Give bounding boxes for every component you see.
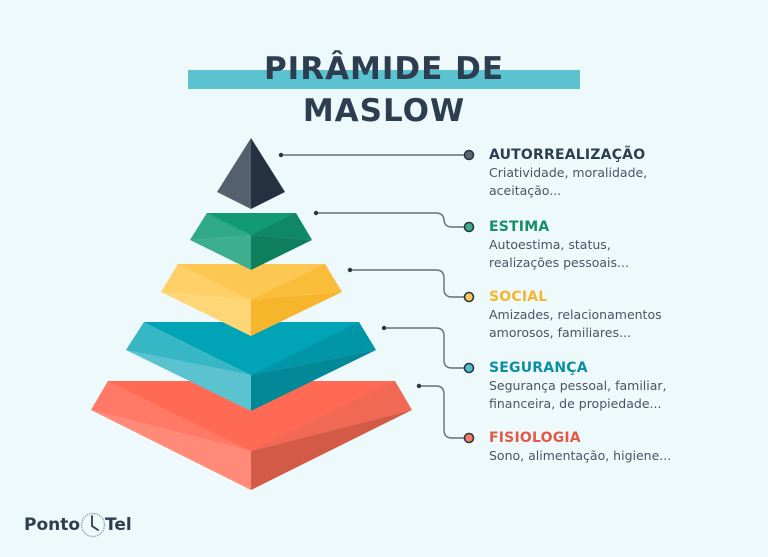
pontotel-logo: Ponto Tel	[24, 509, 132, 541]
page-title: PIRÂMIDE DE MASLOW	[263, 51, 505, 129]
title-highlight-bar	[188, 70, 580, 89]
level-estima: ESTIMA Autoestima, status, realizações p…	[489, 218, 749, 272]
level-social: SOCIAL Amizades, relacionamentos amoroso…	[489, 288, 749, 342]
dot-estima-icon	[463, 221, 475, 233]
pyramid-level-autorrealizacao	[217, 138, 285, 209]
level-name: ESTIMA	[489, 219, 550, 235]
level-name: AUTORREALIZAÇÃO	[489, 147, 646, 163]
pyramid-level-seguranca	[126, 322, 376, 411]
logo-text-right: Tel	[105, 515, 132, 535]
logo-text-left: Ponto	[24, 515, 81, 535]
level-autorrealizacao: AUTORREALIZAÇÃO Criatividade, moralidade…	[489, 146, 749, 200]
level-fisiologia: FISIOLOGIA Sono, alimentação, higiene...	[489, 429, 749, 465]
dot-social-icon	[463, 291, 475, 303]
title-block: PIRÂMIDE DE MASLOW	[188, 48, 580, 129]
level-desc-line1: Autoestima, status,	[489, 237, 611, 252]
dot-seguranca-icon	[463, 362, 475, 374]
level-desc-line1: Segurança pessoal, familiar,	[489, 378, 667, 393]
level-name: SEGURANÇA	[489, 360, 588, 376]
level-desc-line2: amorosos, familiares...	[489, 325, 631, 340]
level-desc-line1: Criatividade, moralidade,	[489, 165, 648, 180]
dot-autorrealizacao-icon	[463, 149, 475, 161]
connector-end-dots	[463, 149, 475, 444]
clock-icon	[80, 512, 106, 538]
level-desc-line1: Amizades, relacionamentos	[489, 307, 662, 322]
level-name: SOCIAL	[489, 289, 548, 305]
level-desc-line2: financeira, de propiedade...	[489, 396, 662, 411]
pyramid-level-fisiologia	[91, 381, 412, 490]
level-desc-line1: Sono, alimentação, higiene...	[489, 448, 672, 463]
level-seguranca: SEGURANÇA Segurança pessoal, familiar, f…	[489, 359, 749, 413]
connector-start-dots	[278, 152, 422, 389]
level-desc-line2: realizações pessoais...	[489, 255, 629, 270]
connector-lines	[281, 154, 469, 439]
level-desc-line2: aceitação...	[489, 183, 562, 198]
pyramid-level-estima	[190, 213, 312, 270]
level-name: FISIOLOGIA	[489, 430, 581, 446]
pyramid-level-social	[161, 264, 342, 336]
dot-fisiologia-icon	[463, 432, 475, 444]
